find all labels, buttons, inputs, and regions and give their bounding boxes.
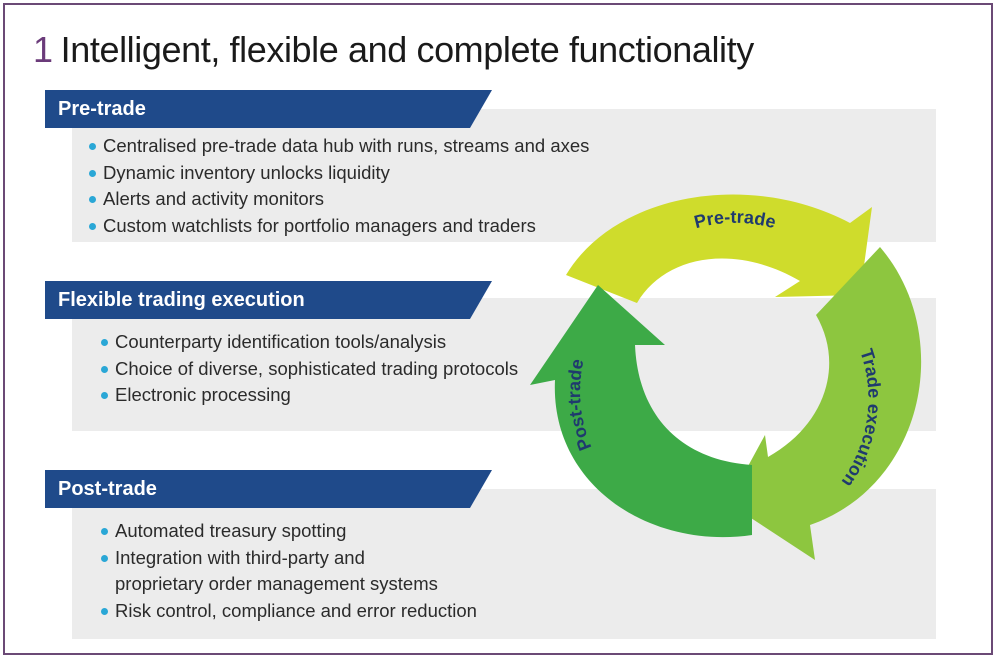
section-list-execution: Counterparty identification tools/analys…: [101, 329, 518, 409]
section-heading-execution: Flexible trading execution: [58, 289, 305, 311]
heading-bar-shape: [45, 90, 492, 128]
section-panel-execution: [72, 298, 936, 431]
list-item: Dynamic inventory unlocks liquidity: [89, 160, 589, 187]
section-heading-pre-trade: Pre-trade: [58, 98, 146, 120]
list-item: Counterparty identification tools/analys…: [101, 329, 518, 356]
cycle-arrow-post-trade: [530, 285, 752, 538]
heading-bar-shape: [45, 470, 492, 508]
list-item: Electronic processing: [101, 382, 518, 409]
title-text: Intelligent, flexible and complete funct…: [60, 29, 755, 70]
section-heading-bar-execution: Flexible trading execution: [45, 281, 492, 319]
section-heading-bar-post-trade: Post-trade: [45, 470, 492, 508]
list-item: Choice of diverse, sophisticated trading…: [101, 356, 518, 383]
list-item: Risk control, compliance and error reduc…: [101, 598, 477, 625]
section-heading-bar-pre-trade: Pre-trade: [45, 90, 492, 128]
section-heading-post-trade: Post-trade: [58, 478, 157, 500]
section-list-post-trade: Automated treasury spotting Integration …: [101, 518, 477, 624]
title-number: 1: [33, 29, 53, 70]
heading-bar-shape: [45, 281, 492, 319]
section-list-pre-trade: Centralised pre-trade data hub with runs…: [89, 133, 589, 239]
list-item: Integration with third-party and: [101, 545, 477, 572]
list-item-continuation: proprietary order management systems: [101, 571, 477, 598]
trade-cycle-diagram: Pre-trade Trade execution Post-trade: [530, 185, 930, 575]
list-item: Custom watchlists for portfolio managers…: [89, 213, 589, 240]
cycle-arrow-trade-execution: [728, 247, 922, 560]
list-item: Centralised pre-trade data hub with runs…: [89, 133, 589, 160]
cycle-arrow-pre-trade: [566, 194, 872, 303]
cycle-svg: Pre-trade Trade execution Post-trade: [530, 194, 922, 560]
continuation-text: proprietary order management systems: [115, 573, 438, 594]
list-item: Automated treasury spotting: [101, 518, 477, 545]
list-item: Alerts and activity monitors: [89, 186, 589, 213]
